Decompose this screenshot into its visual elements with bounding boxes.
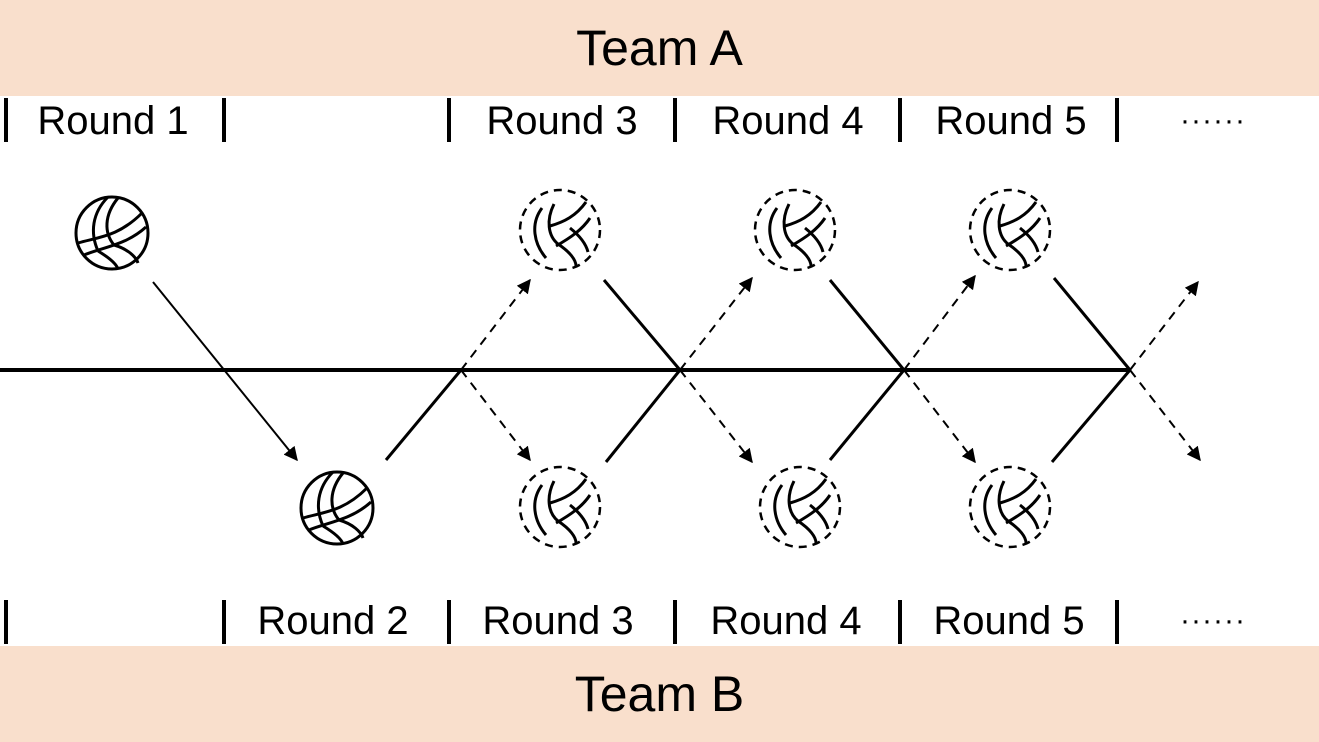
round-separator <box>447 98 451 142</box>
possible-volleyball-icon <box>518 465 602 549</box>
possible-trajectory <box>460 369 531 462</box>
possible-volleyball-icon <box>758 465 842 549</box>
hit-trajectory <box>828 369 906 461</box>
round-separator <box>447 600 451 644</box>
possible-volleyball-icon <box>968 465 1052 549</box>
possible-trajectory <box>460 278 531 371</box>
team-b-round-2-label: Round 2 <box>257 599 409 643</box>
possible-volleyball-icon <box>518 188 602 272</box>
round-separator <box>898 98 902 142</box>
team-b-more-rounds: ······ <box>1180 604 1246 637</box>
possible-volleyball-icon <box>753 188 837 272</box>
team-b-label: Team B <box>574 666 745 722</box>
hit-trajectory <box>602 279 682 371</box>
possible-trajectory <box>1129 280 1199 371</box>
round-separator <box>4 600 8 644</box>
hit-trajectory <box>1052 277 1132 371</box>
team-b-round-3-label: Round 3 <box>482 599 634 643</box>
possible-trajectory <box>903 369 976 464</box>
volleyball-icon <box>74 195 150 271</box>
team-b-round-4-label: Round 4 <box>710 599 862 643</box>
round-separator <box>673 600 677 644</box>
team-a-round-3-label: Round 3 <box>486 99 638 143</box>
team-a-round-1-label: Round 1 <box>37 99 189 143</box>
volleyball-icon <box>299 470 375 546</box>
team-a-more-rounds: ······ <box>1180 104 1246 137</box>
possible-trajectory <box>679 369 753 464</box>
round-separator <box>673 98 677 142</box>
round-separator <box>898 600 902 644</box>
hit-trajectory <box>828 279 906 371</box>
hit-trajectory <box>1050 369 1132 463</box>
round-separator <box>1115 98 1119 142</box>
team-b-band: Team B <box>0 646 1319 742</box>
round-separator <box>222 98 226 142</box>
round-separator <box>4 98 8 142</box>
hit-trajectory <box>604 369 682 463</box>
possible-volleyball-icon <box>968 188 1052 272</box>
team-b-round-5-label: Round 5 <box>933 599 1085 643</box>
team-a-band: Team A <box>0 0 1319 96</box>
possible-trajectory <box>1129 369 1201 462</box>
round-separator <box>222 600 226 644</box>
round-separator <box>1115 600 1119 644</box>
hit-trajectory <box>384 369 463 461</box>
possible-trajectory <box>903 274 976 371</box>
team-a-round-4-label: Round 4 <box>712 99 864 143</box>
team-a-round-5-label: Round 5 <box>935 99 1087 143</box>
serve-trajectory <box>152 281 298 462</box>
possible-trajectory <box>679 276 753 371</box>
team-a-label: Team A <box>576 20 743 76</box>
